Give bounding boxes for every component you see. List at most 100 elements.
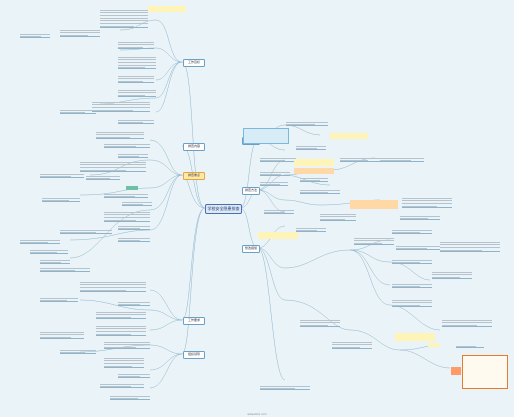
node-red-badge[interactable] [451,367,461,375]
leaf-node[interactable] [300,176,328,182]
leaf-node[interactable] [40,266,90,272]
leaf-node[interactable] [264,208,294,214]
leaf-node[interactable] [96,310,146,320]
leaf-node[interactable] [20,238,60,244]
leaf-node[interactable] [260,180,288,186]
leaf-node[interactable] [118,88,156,98]
leaf-underline [42,201,80,202]
leaf-node[interactable] [380,156,424,162]
leaf-node[interactable] [40,296,78,304]
leaf-text-line [118,373,150,375]
leaf-node[interactable] [118,300,150,306]
central-topic[interactable]: 学校安全隐患排查方案 [205,204,242,214]
branch-bottom-left-2[interactable]: 组织领导 [183,351,205,359]
leaf-node[interactable] [118,55,156,71]
leaf-node[interactable] [456,344,484,348]
leaf-node[interactable] [296,144,326,150]
leaf-node[interactable] [100,382,144,390]
leaf-node[interactable] [118,224,150,230]
leaf-node[interactable] [260,156,296,164]
leaf-node[interactable] [396,244,440,252]
leaf-text-line [104,211,150,213]
leaf-node[interactable] [110,394,150,400]
leaf-node[interactable] [60,28,100,38]
branch-left-highlight[interactable]: 排查重点 [183,172,205,180]
leaf-text-line [260,385,310,387]
node-yellow-5[interactable] [258,232,298,239]
leaf-node[interactable] [402,196,452,210]
leaf-node[interactable] [392,298,432,308]
leaf-node[interactable] [80,280,146,294]
leaf-node[interactable] [320,212,356,222]
leaf-node[interactable] [60,348,96,354]
node-orange-1[interactable] [294,168,334,174]
leaf-node[interactable] [60,228,112,236]
leaf-underline [122,205,152,207]
leaf-node[interactable] [296,226,326,234]
leaf-node[interactable] [40,330,84,340]
leaf-node[interactable] [118,118,154,126]
leaf-node[interactable] [60,108,96,114]
leaf-node[interactable] [392,258,432,266]
leaf-node[interactable] [30,248,68,254]
leaf-underline [40,338,84,340]
node-yellow-6[interactable] [428,343,440,347]
node-yellow-3[interactable] [330,133,368,139]
leaf-node[interactable] [354,236,394,246]
node-orange-2[interactable] [350,200,398,209]
leaf-node[interactable] [432,270,472,280]
leaf-node[interactable] [118,74,154,84]
leaf-text-line [118,59,156,61]
leaf-node[interactable] [104,192,148,200]
leaf-node[interactable] [104,340,150,350]
leaf-node[interactable] [100,8,148,30]
leaf-node[interactable] [104,210,150,222]
leaf-node[interactable] [300,188,340,196]
node-yellow-4[interactable] [395,333,435,341]
leaf-node[interactable] [300,318,340,328]
leaf-node[interactable] [118,372,150,378]
leaf-node[interactable] [118,152,148,158]
leaf-node[interactable] [286,120,328,128]
leaf-underline [260,161,296,163]
leaf-node[interactable] [42,196,80,202]
leaf-node[interactable] [96,324,146,338]
leaf-node[interactable] [332,340,372,350]
leaf-node[interactable] [40,172,84,178]
leaf-node[interactable] [392,228,432,236]
branch-top-left[interactable]: 工作目标 [183,59,205,67]
leaf-node[interactable] [40,258,70,264]
leaf-node[interactable] [118,40,154,50]
leaf-node[interactable] [260,170,290,176]
node-note-box[interactable] [462,355,508,389]
leaf-node[interactable] [340,156,380,162]
branch-right-mid[interactable]: 排查方法 [242,187,260,195]
leaf-node[interactable] [442,318,492,328]
leaf-node[interactable] [392,282,432,290]
leaf-node[interactable] [86,174,120,180]
leaf-node[interactable] [260,384,310,390]
node-yellow-2[interactable] [294,159,334,166]
branch-mid-left[interactable]: 排查内容 [183,143,205,151]
node-green-badge[interactable] [126,186,138,190]
leaf-node[interactable] [400,214,440,220]
leaf-node[interactable] [92,100,150,114]
leaf-underline [104,348,150,350]
leaf-text-line [456,345,476,347]
leaf-text-line [40,259,70,261]
leaf-node[interactable] [122,200,152,208]
branch-right-bottom[interactable]: 整改措施 [242,245,260,253]
leaf-node[interactable] [118,236,150,242]
leaf-node[interactable] [104,142,150,150]
leaf-node[interactable] [104,356,144,368]
leaf-node[interactable] [20,32,50,38]
node-blue-highlight[interactable] [243,128,289,144]
leaf-node[interactable] [96,130,144,140]
leaf-underline [286,125,328,127]
leaf-node[interactable] [440,240,500,254]
branch-bottom-left[interactable]: 工作要求 [183,317,205,325]
leaf-node[interactable] [80,160,146,172]
leaf-text-line [118,94,145,97]
node-yellow-1[interactable] [148,6,186,12]
leaf-underline [40,301,78,303]
